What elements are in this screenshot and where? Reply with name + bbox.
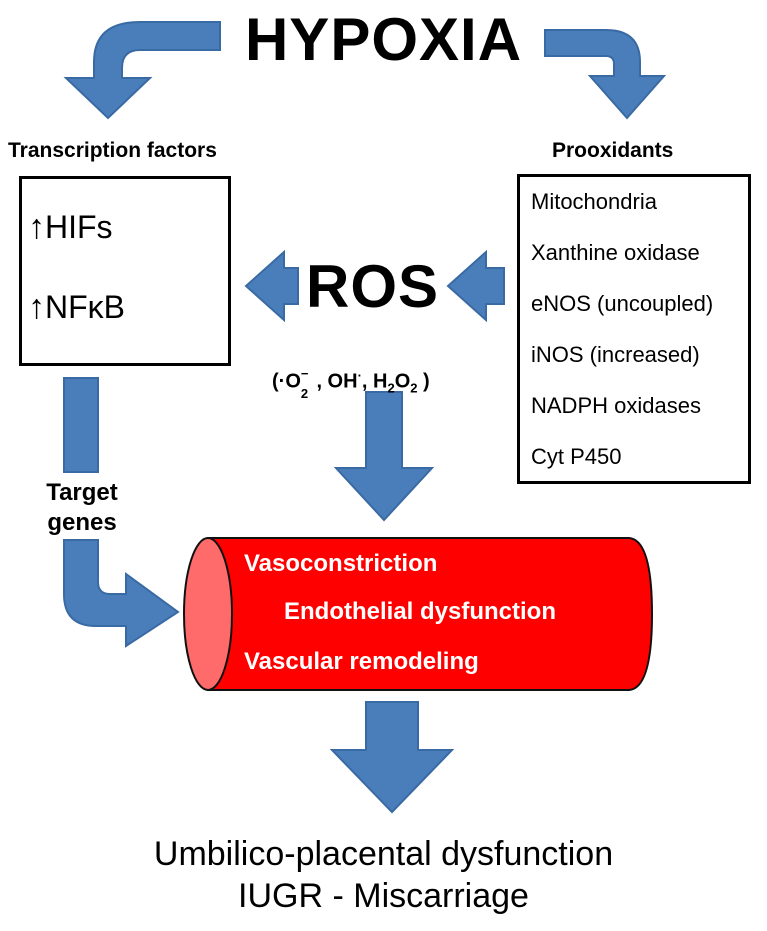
- formula-sup: ·: [357, 368, 362, 383]
- hypoxia-title: HYPOXIA: [244, 6, 523, 73]
- prooxidant-item: Mitochondria: [531, 189, 657, 214]
- prooxidants-heading: Prooxidants: [552, 139, 674, 162]
- formula-part: (·O: [272, 370, 301, 393]
- prooxidant-item: NADPH oxidases: [531, 393, 701, 418]
- formula-sub: 2: [387, 380, 395, 396]
- formula-part: , OH: [310, 370, 358, 393]
- target-genes-line: genes: [47, 509, 117, 536]
- target-genes-line: Target: [46, 479, 118, 506]
- curved-arrow-left: [63, 21, 221, 120]
- formula-part: O: [394, 370, 411, 393]
- formula-sub: 2: [300, 385, 309, 401]
- tf-label: NFκB: [45, 289, 125, 325]
- up-arrow-icon: ↑: [28, 288, 45, 326]
- formula-part: ): [417, 370, 430, 393]
- transcription-box: ↑HIFs ↑NFκB: [19, 176, 231, 366]
- arrow-prooxidants-to-ros: [446, 249, 505, 323]
- ros-label: ROS: [306, 253, 440, 320]
- vessel-line-vasoconstriction: Vasoconstriction: [244, 550, 438, 577]
- target-genes-label: Target genes: [24, 478, 140, 538]
- vessel-line-endothelial: Endothelial dysfunction: [284, 598, 557, 625]
- prooxidant-item: Cyt P450: [531, 444, 622, 469]
- vessel-line-remodeling: Vascular remodeling: [244, 648, 479, 675]
- vessel-end: [183, 537, 233, 691]
- formula-sup: −: [300, 365, 309, 381]
- tf-item-hifs: ↑HIFs: [28, 207, 113, 247]
- outcome-line-2: IUGR - Miscarriage: [238, 877, 529, 915]
- prooxidant-item: eNOS (uncoupled): [531, 291, 714, 316]
- formula-o2-scripts: −2: [301, 366, 311, 401]
- prooxidants-box: Mitochondria Xanthine oxidase eNOS (unco…: [517, 174, 751, 484]
- prooxidant-item: iNOS (increased): [531, 342, 700, 367]
- ros-formula: (·O−2 , OH·, H2O2 ): [272, 364, 430, 401]
- tf-label: HIFs: [45, 209, 113, 245]
- up-arrow-icon: ↑: [28, 208, 45, 246]
- outcome-line-1: Umbilico-placental dysfunction: [153, 835, 614, 873]
- arrow-ros-to-transcription: [244, 249, 299, 323]
- arrow-ros-to-vessel: [333, 391, 435, 522]
- formula-part: , H: [361, 370, 388, 393]
- vessel-body: [207, 537, 654, 691]
- curved-arrow-right: [544, 29, 667, 120]
- prooxidant-item: Xanthine oxidase: [531, 240, 700, 265]
- arrow-vessel-to-outcome: [329, 701, 455, 814]
- arrow-target-genes-to-vessel: [63, 377, 180, 648]
- formula-sub: 2: [410, 380, 418, 396]
- tf-item-nfkb: ↑NFκB: [28, 287, 125, 327]
- transcription-heading: Transcription factors: [8, 139, 217, 162]
